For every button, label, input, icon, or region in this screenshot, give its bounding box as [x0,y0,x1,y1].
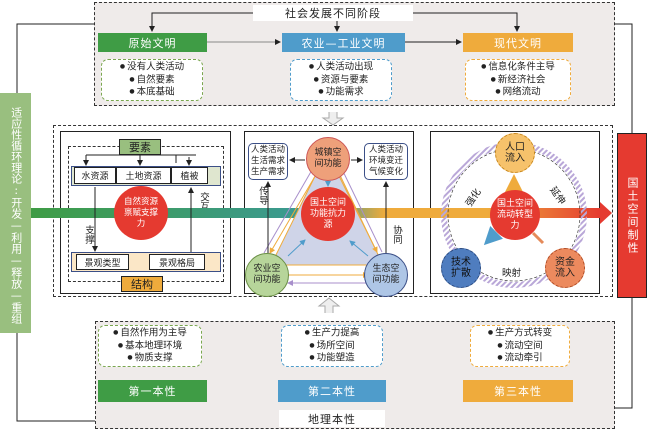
structure-label: 结构 [121,276,163,292]
box-line: 人类活动 [250,145,285,155]
bullet-item: 功能塑造 [309,352,355,365]
connector-left-bottom [16,333,95,422]
bullet-item: 没有人类活动 [120,61,184,74]
band-arrowhead-icon [600,202,612,224]
box-line: 生产需求 [250,167,285,177]
third-nature-bullets: 生产方式转变 流动空间 流动牵引 [470,325,570,367]
connector-right-bottom [615,298,633,409]
arrow-label-to-modern [413,12,520,32]
bullet-item: 本底基础 [129,86,175,99]
natural-resource-support-circle: 自然资源禀赋支撑力 [114,186,168,240]
box-line: 生活需求 [250,156,285,166]
env-change-box: 人类活动 环境变迁 气候变化 [364,143,408,180]
element-vegetation: 植被 [171,167,208,184]
down-hollow-arrow-icon [321,112,345,126]
stage-second-nature: 第二本性 [278,380,386,402]
bullet-item: 网络流动 [495,86,541,99]
urban-function-circle: 城镇空间功能 [306,137,350,181]
bullet-item: 人类活动出现 [309,61,373,74]
bullet-item: 基本地理环境 [118,340,182,353]
stage-agri-industrial: 农业—工业文明 [282,33,405,52]
first-nature-bullets: 自然作用为主导 基本地理环境 物质支撑 [98,325,202,367]
bullet-item: 资源与要素 [314,74,369,87]
adaptive-cycle-theory-bar: 适应性循环理论:开发—利用—释放—重组 [0,93,31,333]
bullet-item: 自然要素 [129,74,175,87]
element-land: 土地资源 [116,167,171,184]
primitive-bullets: 没有人类活动 自然要素 本底基础 [101,59,203,101]
up-hollow-arrow-icon [317,297,341,313]
population-inflow-circle: 人口流入 [495,133,535,173]
landscape-type: 景观类型 [76,254,129,270]
modern-bullets: 信息化条件主导 新经济社会 网络流动 [465,59,571,101]
connector-left-top [16,23,94,93]
coordinate-label: 协同 [391,225,402,244]
stage-primitive: 原始文明 [98,33,207,52]
bullet-item: 流动空间 [497,340,543,353]
geo-nature-label: 地理本性 [279,410,385,427]
support-label: 支撑 [83,225,94,244]
tech-diffusion-circle: 技术扩散 [441,248,481,288]
transmit-label: 传导 [257,186,268,205]
bullet-item: 物质支撑 [127,352,173,365]
bullet-item: 自然作用为主导 [113,327,187,340]
landscape-pattern: 景观格局 [149,254,205,270]
stage-third-nature: 第三本性 [463,380,573,402]
space-function-center-circle: 国土空间功能抗力源 [301,187,355,241]
flow-transform-center-circle: 国土空间流动转型力 [490,190,540,240]
bullet-item: 生产力提高 [305,327,360,340]
interact-label: 交互 [198,192,209,211]
stage-modern: 现代文明 [463,33,573,52]
human-needs-box: 人类活动 生活需求 生产需求 [248,143,288,180]
bullet-item: 流动牵引 [497,352,543,365]
bullet-item: 生产方式转变 [488,327,552,340]
connector-right-top [615,23,633,133]
bullet-item: 功能需求 [318,86,364,99]
agri-industrial-bullets: 人类活动出现 资源与要素 功能需求 [290,59,392,101]
agri-function-circle: 农业空间功能 [245,253,289,297]
box-line: 气候变化 [368,167,403,177]
capital-inflow-circle: 资金流入 [545,248,585,288]
bullet-item: 新经济社会 [491,74,546,87]
bullet-item: 信息化条件主导 [481,61,555,74]
map-label: 映射 [502,268,522,279]
box-line: 环境变迁 [368,156,403,166]
eco-function-circle: 生态空间功能 [364,253,408,297]
social-stage-label: 社会发展不同阶段 [253,5,413,21]
element-water: 水资源 [74,167,116,184]
stage-first-nature: 第一本性 [98,380,207,402]
arrow-label-to-primitive [149,12,253,32]
bullet-item: 场所空间 [309,340,355,353]
box-line: 人类活动 [368,145,403,155]
territorial-space-bar: 国土空间制性 [617,133,647,298]
second-nature-bullets: 生产力提高 场所空间 功能塑造 [281,325,383,367]
